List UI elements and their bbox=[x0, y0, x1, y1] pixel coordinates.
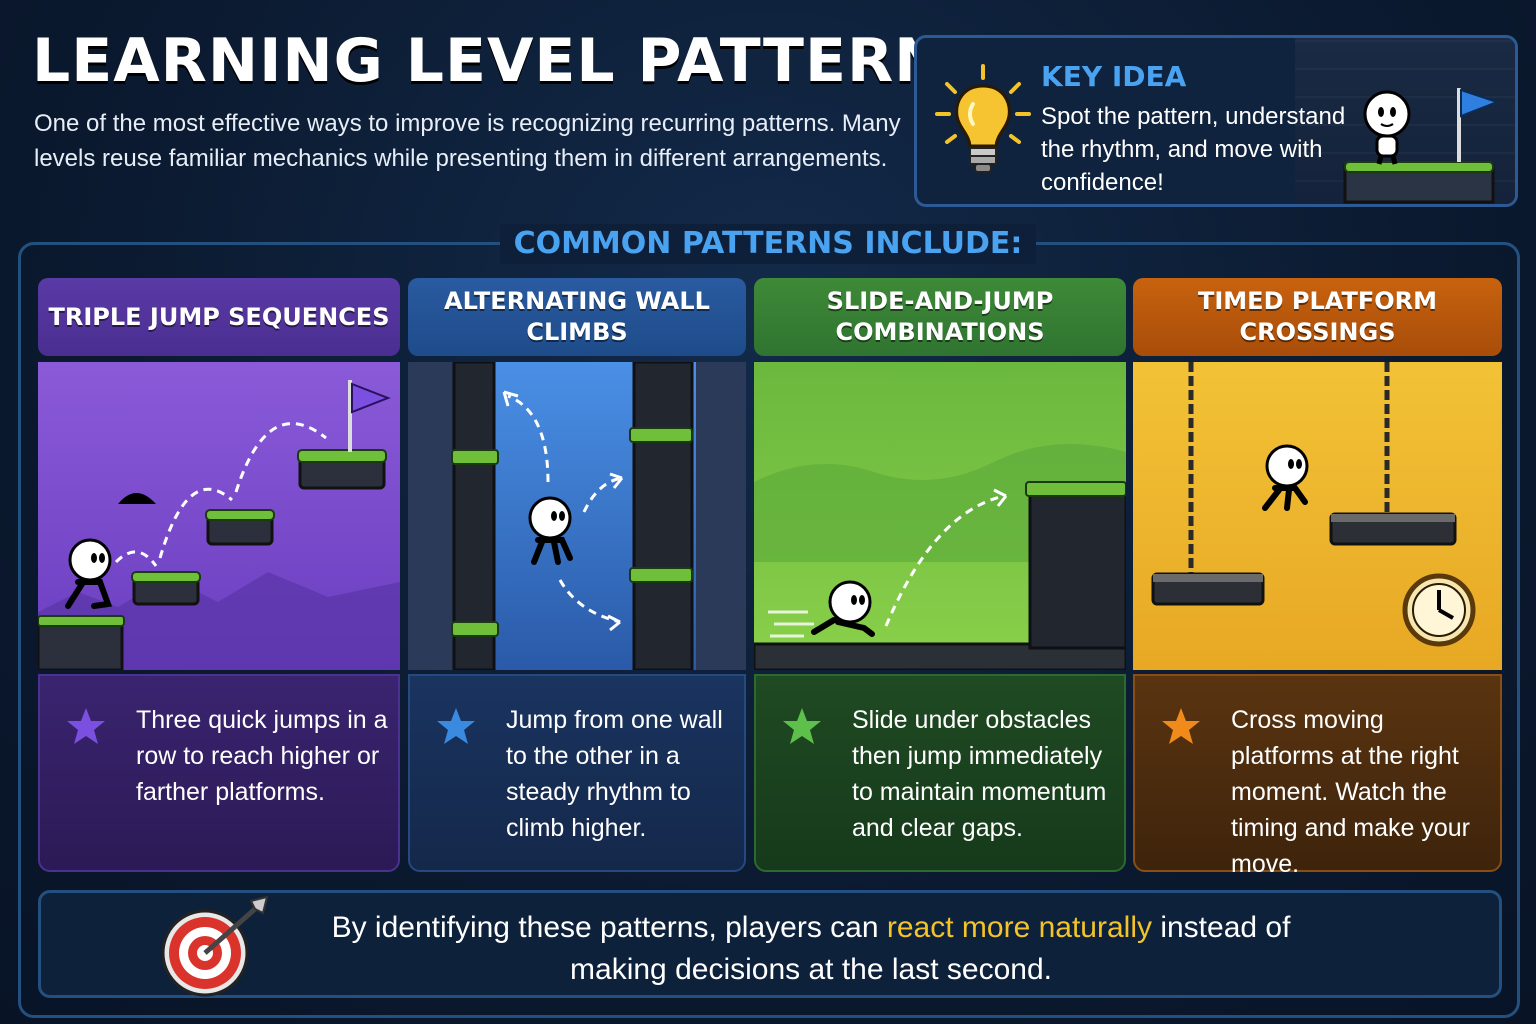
page-title: LEARNING LEVEL PATTERNS bbox=[32, 26, 990, 96]
card-description-box: Jump from one wall to the other in a ste… bbox=[408, 674, 746, 872]
card-triple-jump: TRIPLE JUMP SEQUENCES bbox=[38, 278, 400, 872]
card-description: Cross moving platforms at the right mome… bbox=[1231, 706, 1471, 878]
triple-jump-illustration bbox=[38, 362, 400, 670]
card-description-box: Three quick jumps in a row to reach high… bbox=[38, 674, 400, 872]
timed-platform-illustration bbox=[1133, 362, 1502, 670]
card-description: Jump from one wall to the other in a ste… bbox=[506, 706, 723, 842]
key-idea-box: KEY IDEA Spot the pattern, understand th… bbox=[914, 35, 1518, 207]
key-idea-text: Spot the pattern, understand the rhythm,… bbox=[1041, 103, 1346, 196]
character-flag-platform bbox=[1343, 88, 1500, 204]
card-timed-platforms: TIMED PLATFORM CROSSINGS Cross moving bbox=[1133, 278, 1502, 878]
summary-banner: By identifying these patterns, players c… bbox=[38, 890, 1502, 998]
summary-text-after: instead of making decisions at the last … bbox=[570, 911, 1291, 986]
key-idea-title: KEY IDEA bbox=[1041, 60, 1187, 93]
intro-text: One of the most effective ways to improv… bbox=[34, 110, 901, 172]
card-description: Three quick jumps in a row to reach high… bbox=[136, 706, 388, 806]
wall-climb-illustration bbox=[408, 362, 746, 670]
lightbulb-icon bbox=[935, 64, 1031, 173]
common-patterns-title: COMMON PATTERNS INCLUDE: bbox=[500, 224, 1036, 264]
star-icon bbox=[1162, 708, 1200, 744]
star-icon bbox=[67, 708, 105, 744]
summary-text: By identifying these patterns, players c… bbox=[291, 907, 1331, 991]
star-icon bbox=[783, 708, 821, 744]
card-description-box: Cross moving platforms at the right mome… bbox=[1133, 674, 1502, 878]
slide-jump-illustration bbox=[754, 362, 1126, 670]
card-slide-jump: SLIDE-AND-JUMP COMBINATIONS Slide under … bbox=[754, 278, 1126, 872]
card-description: Slide under obstacles then jump immediat… bbox=[852, 706, 1107, 842]
star-icon bbox=[437, 708, 475, 744]
card-description-box: Slide under obstacles then jump immediat… bbox=[754, 674, 1126, 872]
card-title: TIMED PLATFORM CROSSINGS bbox=[1133, 278, 1502, 356]
summary-text-before: By identifying these patterns, players c… bbox=[331, 911, 887, 944]
card-title: ALTERNATING WALL CLIMBS bbox=[408, 278, 746, 356]
card-title: SLIDE-AND-JUMP COMBINATIONS bbox=[754, 278, 1126, 356]
summary-highlight: react more naturally bbox=[886, 911, 1152, 944]
card-title: TRIPLE JUMP SEQUENCES bbox=[38, 278, 400, 356]
target-icon bbox=[161, 895, 269, 997]
card-wall-climbs: ALTERNATING WALL CLIMBS bbox=[408, 278, 746, 872]
